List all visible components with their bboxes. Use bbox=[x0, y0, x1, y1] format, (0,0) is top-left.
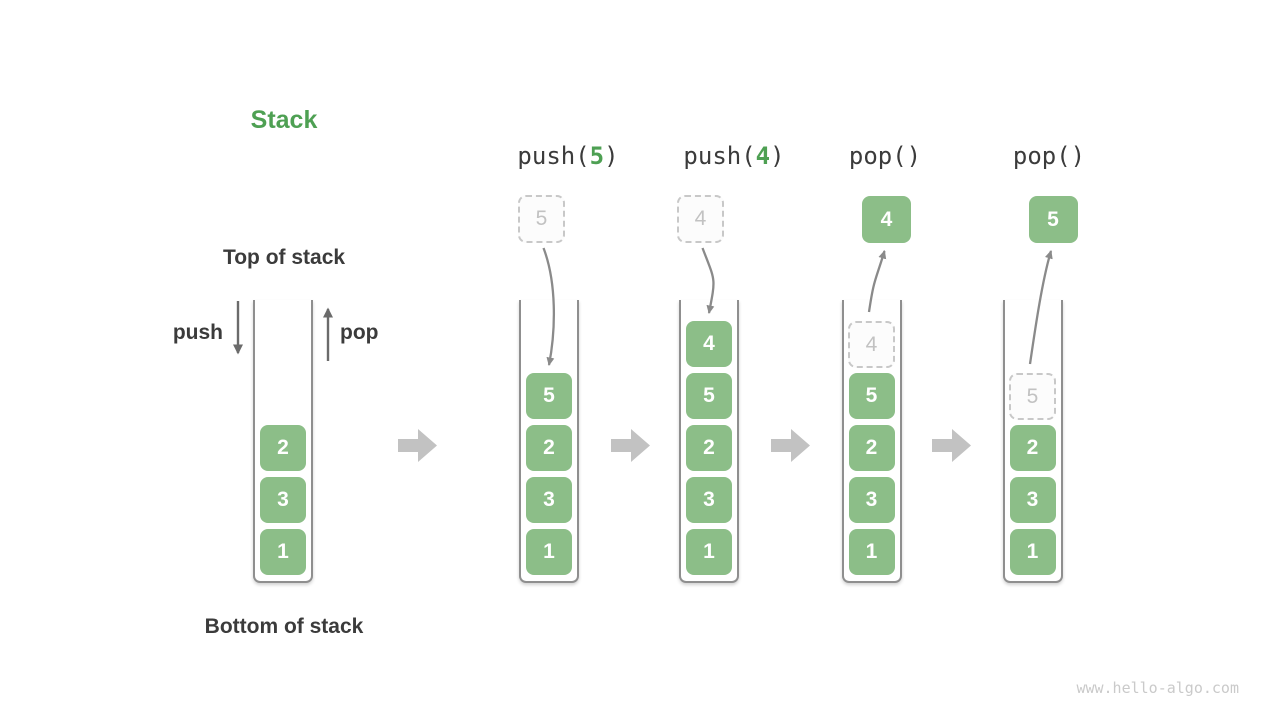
ghost-item: 5 bbox=[1009, 373, 1056, 420]
transition-arrow-icon bbox=[771, 429, 810, 462]
popped-item: 5 bbox=[1028, 196, 1078, 243]
stack-item: 3 bbox=[848, 477, 895, 523]
stack-item: 3 bbox=[526, 477, 572, 523]
stack-item: 2 bbox=[260, 425, 306, 471]
diagram-title: Stack bbox=[250, 106, 318, 134]
operation-arg: 4 bbox=[755, 142, 771, 170]
stack-item: 1 bbox=[526, 529, 572, 575]
stack-item: 3 bbox=[1009, 477, 1056, 523]
watermark: www.hello-algo.com bbox=[1076, 679, 1239, 697]
transition-arrow-icon bbox=[398, 429, 437, 462]
operation-text: ) bbox=[604, 142, 619, 170]
stack-item: 1 bbox=[1009, 529, 1056, 575]
pop-label: pop bbox=[340, 321, 379, 344]
stack-item: 3 bbox=[686, 477, 732, 523]
stack-item: 5 bbox=[848, 373, 895, 419]
top-of-stack-label: Top of stack bbox=[222, 246, 346, 269]
operation-label: pop() bbox=[849, 142, 921, 170]
operation-label: pop() bbox=[1013, 142, 1085, 170]
stack-item: 1 bbox=[686, 529, 732, 575]
operation-text: pop() bbox=[848, 142, 922, 170]
operation-text: pop() bbox=[1012, 142, 1086, 170]
operation-arg: 5 bbox=[589, 142, 605, 170]
stack-item: 3 bbox=[260, 477, 306, 523]
stack-item: 5 bbox=[526, 373, 572, 419]
ghost-item: 4 bbox=[848, 321, 895, 368]
stack-item: 1 bbox=[260, 529, 306, 575]
popped-item: 4 bbox=[862, 196, 911, 243]
stack-item: 5 bbox=[686, 373, 732, 419]
operation-label: push(5) bbox=[517, 142, 618, 170]
transition-arrow-icon bbox=[932, 429, 971, 462]
stack-item: 4 bbox=[686, 321, 732, 367]
stack-item: 2 bbox=[526, 425, 572, 471]
stack-item: 2 bbox=[1009, 425, 1056, 471]
operation-text: push( bbox=[683, 142, 756, 170]
incoming-item-ghost: 5 bbox=[518, 195, 565, 243]
stack-item: 2 bbox=[686, 425, 732, 471]
push-label: push bbox=[172, 321, 223, 344]
stack-item: 1 bbox=[848, 529, 895, 575]
stack-item: 2 bbox=[848, 425, 895, 471]
incoming-item-ghost: 4 bbox=[677, 195, 724, 243]
operation-text: push( bbox=[517, 142, 590, 170]
operation-text: ) bbox=[770, 142, 785, 170]
transition-arrow-icon bbox=[611, 429, 650, 462]
operation-label: push(4) bbox=[683, 142, 784, 170]
bottom-of-stack-label: Bottom of stack bbox=[204, 615, 364, 638]
